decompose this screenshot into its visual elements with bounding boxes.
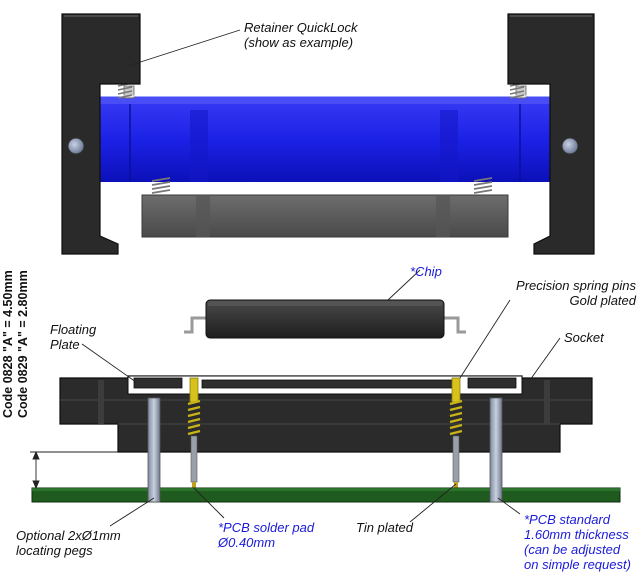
solder-pad-label-line1: *PCB solder pad — [218, 520, 315, 535]
spring-pin-right — [449, 377, 463, 490]
spring-pins-label-line2: Gold plated — [569, 293, 637, 308]
bottom-spring-left — [151, 177, 171, 194]
blue-top-plate — [100, 96, 550, 182]
chip-label: *Chip — [410, 264, 442, 279]
pegs-label-line2: locating pegs — [16, 543, 93, 558]
retainer-arm-left — [61, 13, 141, 255]
retainer-label-line2: (show as example) — [244, 35, 354, 50]
bottom-spring-right — [473, 177, 493, 194]
pegs-label-line1: Optional 2xØ1mm — [16, 528, 121, 543]
pegs-label: Optional 2xØ1mm locating pegs — [16, 528, 121, 558]
retainer-arm-right — [507, 13, 595, 255]
pivot-bolt-left — [67, 137, 85, 155]
retainer-label-line1: Retainer QuickLock — [244, 20, 358, 35]
chip — [184, 299, 466, 339]
floating-plate-label-line2: Plate — [50, 337, 80, 352]
socket-label: Socket — [564, 330, 604, 345]
floating-plate-center — [201, 379, 453, 389]
floating-plate-left — [133, 377, 183, 389]
tin-plated-label: Tin plated — [356, 520, 413, 535]
spring-pin-left — [187, 377, 201, 490]
pivot-bolt-right — [561, 137, 579, 155]
solder-pad-label: *PCB solder pad Ø0.40mm — [218, 520, 314, 550]
locating-peg-left — [147, 397, 161, 503]
pcb-standard-label-line2: 1.60mm thickness — [524, 527, 629, 542]
solder-pad-label-line2: Ø0.40mm — [218, 535, 276, 550]
retainer-label: Retainer QuickLock (show as example) — [244, 20, 357, 50]
locating-peg-right — [489, 397, 503, 503]
pcb-standard-label-line3: (can be adjusted — [524, 542, 621, 557]
floating-plate-label-line1: Floating — [50, 322, 97, 337]
spring-pins-label: Precision spring pins Gold plated — [470, 278, 636, 308]
pcb-standard-label-line1: *PCB standard — [524, 512, 610, 527]
leader-lines — [81, 269, 561, 527]
spring-pins-label-line1: Precision spring pins — [516, 278, 636, 293]
pcb-standard-label: *PCB standard 1.60mm thickness (can be a… — [524, 512, 631, 572]
floating-plate-label: Floating Plate — [50, 322, 96, 352]
pcb-standard-label-line4: on simple request) — [524, 557, 631, 572]
floating-plate-right — [467, 377, 517, 389]
code-0828-label: Code 0828 "A" = 4.50mm — [1, 270, 15, 418]
dimension-a — [30, 450, 118, 490]
retainer-assembly — [61, 13, 595, 255]
socket-assembly — [30, 269, 621, 527]
code-0829-label: Code 0829 "A" = 2.80mm — [16, 270, 30, 418]
